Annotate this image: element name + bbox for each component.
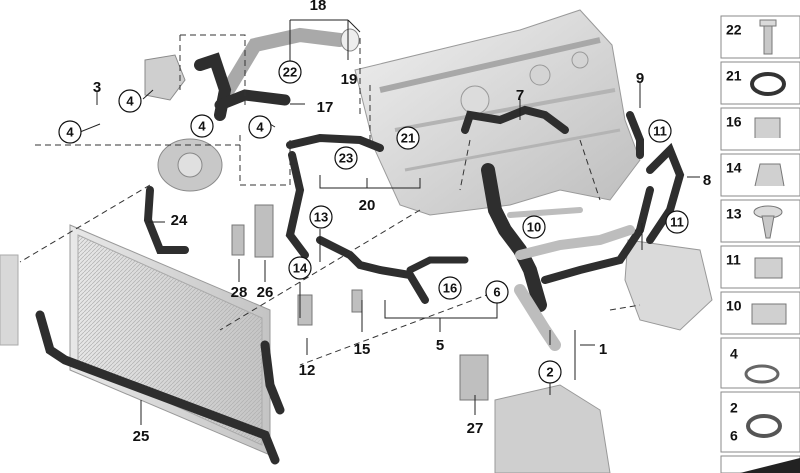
double-clip-10-icon [751, 303, 787, 325]
part-number-label: 5 [436, 337, 444, 354]
circled-part-number: 16 [438, 276, 462, 300]
part-number-label: 15 [354, 341, 371, 358]
sidebar-part-number: 16 [726, 114, 742, 130]
sidebar-thumbnails [740, 19, 800, 473]
callout-circle [648, 119, 672, 143]
callout-circle [118, 89, 142, 113]
circled-part-number: 4 [118, 89, 142, 113]
callout-number: 21 [401, 130, 415, 145]
part-number-label: 25 [133, 428, 150, 445]
engine-block [354, 9, 641, 216]
circled-part-number: 6 [485, 280, 509, 304]
part-number-label: 20 [359, 197, 376, 214]
callout-circle [58, 120, 82, 144]
circled-part-number: 13 [309, 205, 333, 229]
callout-circle [309, 205, 333, 229]
callout-number: 13 [314, 209, 328, 224]
part-number-label: 26 [257, 284, 274, 301]
brackets [231, 204, 489, 401]
part-number-label: 12 [299, 362, 316, 379]
callout-circle [438, 276, 462, 300]
lower-engine [494, 384, 611, 473]
callout-circle [538, 360, 562, 384]
callout-circle [248, 115, 272, 139]
seal-ring-21-icon [750, 72, 786, 96]
callout-number: 22 [283, 64, 297, 79]
bolt-22-icon [759, 19, 777, 55]
sidebar-part-number: 13 [726, 206, 742, 222]
callout-number: 10 [527, 219, 541, 234]
callout-number: 2 [546, 364, 553, 379]
callout-circle [278, 60, 302, 84]
sidebar-part-number: 10 [726, 298, 742, 314]
spring-clamp-2-6-icon [746, 414, 782, 438]
part-number-label: 9 [636, 70, 644, 87]
callout-number: 6 [493, 284, 500, 299]
coolant-hoses [35, 52, 685, 465]
callout-number: 4 [256, 119, 264, 134]
part-number-label: 1 [599, 341, 607, 358]
callout-circle [522, 215, 546, 239]
callout-circle [334, 146, 358, 170]
circled-part-number: 14 [288, 256, 312, 280]
sidebar-part-number: 14 [726, 160, 742, 176]
sidebar-part-number: 21 [726, 68, 742, 84]
part-number-label: 24 [171, 212, 188, 229]
callout-circle [485, 280, 509, 304]
dashed-guides [19, 34, 641, 366]
part-number-label: 18 [310, 0, 327, 14]
part-number-label: 28 [231, 284, 248, 301]
circled-part-number: 11 [648, 119, 672, 143]
callout-number: 4 [66, 124, 74, 139]
sidebar-part-number: 2 [730, 400, 738, 416]
sidebar-part-number: 4 [730, 346, 738, 362]
circled-part-number: 2 [538, 360, 562, 384]
radiator [0, 224, 271, 456]
callout-number: 11 [653, 123, 667, 138]
callout-number: 14 [293, 260, 308, 275]
part-number-label: 17 [317, 99, 334, 116]
circled-part-number: 21 [396, 126, 420, 150]
circled-part-number: 10 [522, 215, 546, 239]
expanding-rivet-13-icon [753, 205, 783, 239]
callout-number: 23 [339, 150, 353, 165]
sidebar-part-number: 6 [730, 428, 738, 444]
part-number-label: 19 [341, 71, 358, 88]
callout-number: 4 [198, 118, 206, 133]
callout-circle [190, 114, 214, 138]
callout-number: 16 [443, 280, 457, 295]
circled-part-number: 22 [278, 60, 302, 84]
thermostat-housing [144, 54, 186, 101]
circled-part-number: 4 [248, 115, 272, 139]
callout-circle [288, 256, 312, 280]
callout-circle [396, 126, 420, 150]
part-number-label: 7 [516, 87, 524, 104]
sidebar-part-number: 22 [726, 22, 742, 38]
part-number-label: 27 [467, 420, 484, 437]
clip-11-icon [754, 257, 783, 279]
clamp-14-icon [754, 163, 785, 187]
hose-clamp-4-icon [744, 364, 780, 384]
circled-part-number: 23 [334, 146, 358, 170]
circled-part-number: 4 [190, 114, 214, 138]
coolant-pump [157, 138, 223, 192]
pipe-18 [218, 27, 360, 102]
part-number-label: 8 [703, 172, 711, 189]
sidebar-grid [720, 15, 800, 473]
circled-part-number: 4 [58, 120, 82, 144]
callout-number: 4 [126, 93, 134, 108]
callout-number: 11 [670, 214, 684, 229]
expansion-tank [624, 239, 713, 331]
part-number-label: 3 [93, 79, 101, 96]
corner-arrow-icon [740, 458, 800, 473]
callout-circle [665, 210, 689, 234]
metal-pipes [507, 207, 635, 351]
circled-part-number: 11 [665, 210, 689, 234]
sidebar-part-number: 11 [726, 252, 741, 268]
clamp-16-icon [754, 117, 781, 138]
leader-lines [79, 19, 700, 425]
